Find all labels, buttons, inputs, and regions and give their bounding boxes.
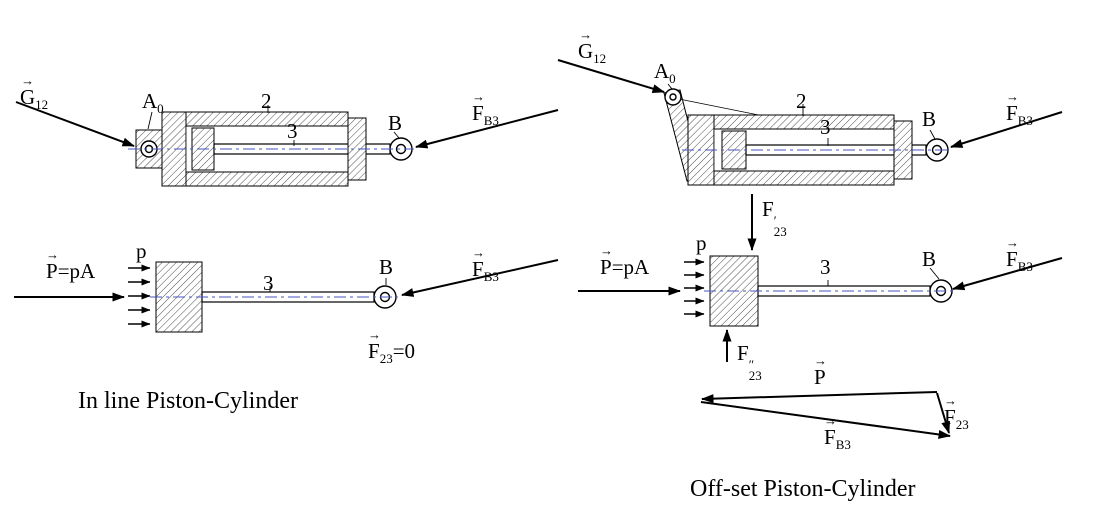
label-b-top-left: B [388,111,403,135]
fb3-force-arrow-top-left [415,109,559,149]
offset-piston-free-body [704,255,954,327]
vector-arrow-icon: → [579,27,593,42]
label-triangle-p: →P [814,353,827,389]
label-g12-right: →G12 [578,27,607,67]
vector-symbol: →F [368,327,381,363]
vector-arrow-icon: → [21,73,35,88]
vector-arrow-icon: → [824,413,837,428]
label-link3-top-right: 3 [820,115,831,139]
pressure-arrows-left [128,264,151,328]
vector-symbol: →G [578,27,594,63]
vector-symbol: →P [46,247,59,283]
cylinder-top-wall [185,111,349,127]
fb3-force-arrow-bottom-left [401,259,559,297]
vector-arrow-icon: → [1006,235,1019,250]
label-b-bottom-left: B [379,255,394,279]
cylinder-bottom-wall [713,170,895,186]
g12-force-arrow-left [15,101,135,147]
prime-subscript-stack: ′23 [773,213,787,239]
vector-symbol: →F [472,245,485,281]
leader-a0 [667,83,673,90]
inline-cylinder-assembly [128,105,414,187]
label-link3-bottom-left: 3 [263,271,274,295]
vector-symbol: →F [824,413,837,449]
vector-symbol: →G [20,73,36,109]
label-triangle-f23: →F23 [944,393,969,433]
label-link3-top-left: 3 [287,119,298,143]
label-fb3-top-right: →FB3 [1006,89,1033,129]
vector-arrow-icon: → [46,247,59,262]
vector-symbol: →F [1006,235,1019,271]
vector-symbol: →P [814,353,827,389]
fb3-force-arrow-top-right [950,111,1063,148]
label-b-mid-right: B [922,247,937,271]
vector-symbol: →F [472,89,485,125]
label-p-eq-pa-right: →P=pA [600,243,650,279]
leader-a0 [147,111,153,130]
label-fb3-mid-right: →FB3 [1006,235,1033,275]
prime-subscript-stack: ″23 [748,357,762,383]
vector-arrow-icon: → [814,353,827,368]
vector-arrow-icon: → [944,393,957,408]
cylinder-top-wall [713,114,895,130]
vector-arrow-icon: → [368,327,381,342]
label-p-eq-pa-left: →P=pA [46,247,96,283]
inline-piston-free-body [150,261,398,333]
caption-inline-piston-cylinder: In line Piston-Cylinder [78,388,298,414]
caption-offset-piston-cylinder: Off-set Piston-Cylinder [690,476,916,502]
label-pressure-p-right: p [696,231,707,255]
vector-arrow-icon: → [1006,89,1019,104]
vector-symbol: →P [600,243,613,279]
label-link3-mid-right: 3 [820,255,831,279]
vector-arrow-icon: → [472,245,485,260]
pressure-arrows-right [684,258,705,318]
offset-cylinder-assembly [663,83,950,186]
vector-arrow-icon: → [600,243,613,258]
cylinder-bottom-wall [185,171,349,187]
label-link2-left: 2 [261,89,272,113]
label-f23-prime: F′23 [762,197,787,239]
label-triangle-fb3: →FB3 [824,413,851,453]
vector-symbol: →F [944,393,957,429]
leader-b [929,267,940,280]
label-fb3-bottom-left: →FB3 [472,245,499,285]
force-triangle [700,391,951,439]
label-g12-left: →G12 [20,73,49,113]
label-f23-zero: →F23=0 [368,327,416,367]
fb3-force-arrow-mid-right [952,257,1063,291]
vector-symbol: →F [1006,89,1019,125]
leader-b [393,131,400,139]
label-pressure-p-left: p [136,239,147,263]
label-f23-double-prime: F″23 [737,341,762,383]
label-b-top-right: B [922,107,937,131]
triangle-f23-vector [936,392,951,434]
g12-force-arrow-right [557,59,665,93]
label-a0-left: A0 [142,89,164,117]
label-link2-right: 2 [796,89,807,113]
label-a0-right: A0 [654,59,676,87]
leader-b [929,129,936,140]
vector-arrow-icon: → [472,89,485,104]
label-fb3-top-left: →FB3 [472,89,499,129]
pivot-pin-a0-bore [669,93,677,101]
triangle-p-vector [701,391,938,404]
triangle-fb3-vector [700,401,951,439]
